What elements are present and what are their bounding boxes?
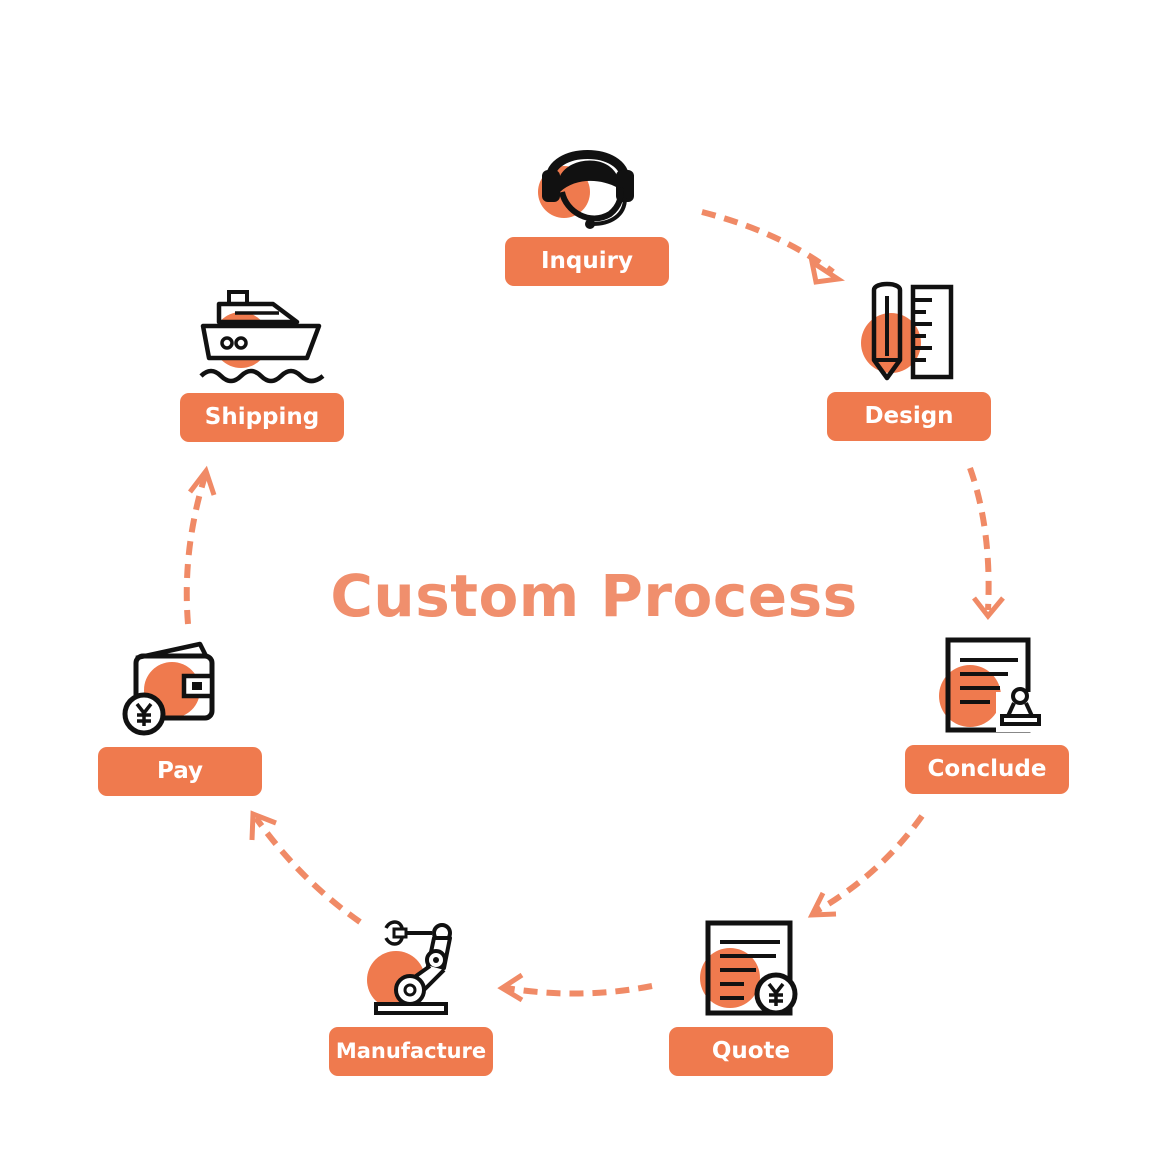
pencil-ruler-icon <box>858 281 958 382</box>
step-conclude: Conclude <box>905 745 1069 794</box>
invoice-yen-icon <box>694 918 800 1018</box>
step-design: Design <box>827 392 991 441</box>
arrow-manufacture-to-pay <box>249 810 362 925</box>
headset-icon <box>530 126 645 231</box>
step-manufacture: Manufacture <box>329 1027 493 1076</box>
ship-icon <box>197 288 327 384</box>
step-inquiry: Inquiry <box>505 237 669 286</box>
step-quote: Quote <box>669 1027 833 1076</box>
diagram-title: Custom Process <box>330 562 858 630</box>
wallet-yen-icon <box>120 640 220 740</box>
step-shipping: Shipping <box>180 393 344 442</box>
arrow-design-to-conclude <box>967 466 1005 620</box>
arrow-quote-to-manufacture <box>497 972 653 1003</box>
contract-stamp-icon <box>932 636 1044 734</box>
step-pay: Pay <box>98 747 262 796</box>
arrow-pay-to-shipping <box>183 465 217 625</box>
arrow-inquiry-to-design <box>701 209 845 285</box>
arrow-conclude-to-quote <box>807 814 925 918</box>
robot-arm-icon <box>362 918 462 1018</box>
